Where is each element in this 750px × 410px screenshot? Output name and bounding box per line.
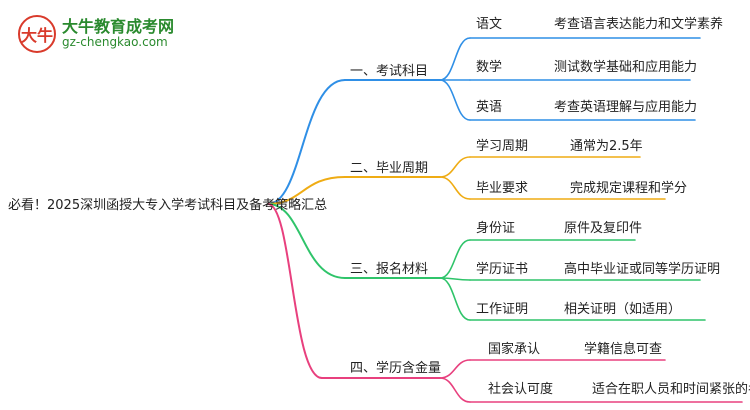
- item-desc: 完成规定课程和学分: [570, 181, 688, 196]
- logo-url: gz-chengkao.com: [62, 35, 168, 50]
- item-name: 社会认可度: [488, 382, 554, 397]
- item-name: 语文: [476, 17, 503, 32]
- item-name: 身份证: [476, 221, 516, 236]
- logo-title: 大牛教育成考网: [62, 17, 175, 37]
- category-label: 三、报名材料: [350, 262, 429, 277]
- item-desc: 考查英语理解与应用能力: [554, 100, 698, 115]
- item-name: 毕业要求: [476, 181, 529, 196]
- item-desc: 通常为2.5年: [570, 139, 643, 154]
- item-desc: 适合在职人员和时间紧张的考生: [592, 382, 750, 397]
- item-desc: 学籍信息可查: [584, 342, 663, 357]
- item-desc: 测试数学基础和应用能力: [554, 60, 698, 75]
- item-branch-line: [439, 79, 471, 121]
- item-desc: 考查语言表达能力和文学素养: [554, 17, 724, 32]
- item-desc: 高中毕业证或同等学历证明: [564, 262, 721, 277]
- root-branch-line: [267, 79, 346, 205]
- root-branch-line: [267, 176, 346, 205]
- item-name: 工作证明: [476, 302, 529, 317]
- item-branch-line: [439, 239, 471, 279]
- item-name: 英语: [476, 100, 503, 115]
- item-branch-line: [439, 156, 471, 178]
- category-label: 四、学历含金量: [350, 361, 442, 376]
- item-name: 学习周期: [476, 139, 529, 154]
- item-name: 数学: [476, 60, 503, 75]
- item-desc: 原件及复印件: [564, 221, 643, 236]
- item-branch-line: [439, 377, 471, 403]
- logo-mark-icon: 大牛: [18, 15, 56, 53]
- item-branch-line: [439, 37, 471, 81]
- item-branch-line: [439, 176, 471, 200]
- item-branch-line: [439, 277, 471, 321]
- site-logo[interactable]: 大牛 大牛教育成考网 gz-chengkao.com: [18, 14, 174, 54]
- item-name: 国家承认: [488, 342, 541, 357]
- item-desc: 相关证明（如适用）: [564, 302, 682, 317]
- root-topic: 必看！2025深圳函授大专入学考试科目及备考策略汇总: [8, 198, 328, 213]
- logo-mark-text: 大牛: [20, 26, 53, 45]
- category-label: 二、毕业周期: [350, 161, 429, 176]
- category-label: 一、考试科目: [350, 64, 429, 79]
- item-name: 学历证书: [476, 262, 529, 277]
- item-branch-line: [439, 359, 471, 379]
- root-branch-line: [267, 203, 323, 379]
- root-branch-line: [267, 203, 346, 279]
